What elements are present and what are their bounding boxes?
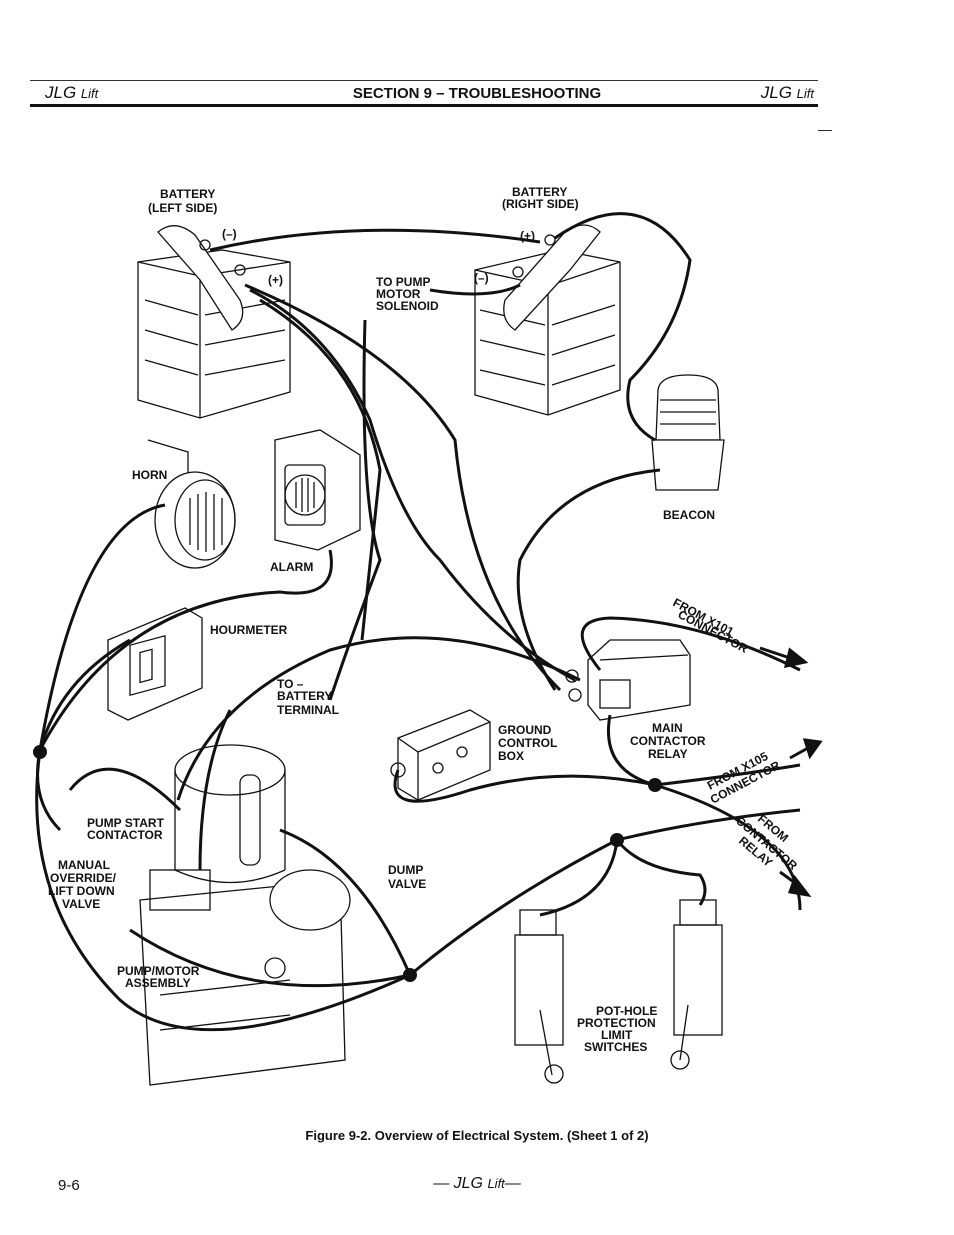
ground-control-box-drawing: [390, 709, 491, 801]
figure-caption: Figure 9-2. Overview of Electrical Syste…: [305, 1128, 649, 1143]
label-pump-solenoid-2: MOTOR: [376, 287, 421, 301]
label-battery-left-2: (LEFT SIDE): [148, 201, 217, 215]
battery-right-drawing: [474, 224, 621, 416]
wire-pump: [129, 928, 411, 988]
label-mcr-2: CONTACTOR: [630, 734, 706, 748]
label-pump-solenoid-1: TO PUMP: [376, 275, 430, 289]
label-alarm: ALARM: [270, 560, 313, 574]
label-horn: HORN: [132, 468, 167, 482]
label-neg-terminal-3: TERMINAL: [277, 703, 339, 717]
margin-tick: [818, 130, 832, 131]
header-left-brand-name: JLG: [45, 83, 77, 102]
label-neg-right: (–): [474, 271, 489, 285]
label-battery-right-1: BATTERY: [512, 185, 567, 199]
arrow-x105: [802, 738, 823, 760]
pot-hole-switch-left-drawing: [514, 909, 564, 1084]
wire-main-feed: [249, 288, 576, 682]
label-mo-1: MANUAL: [58, 858, 110, 872]
section-title: SECTION 9 – TROUBLESHOOTING: [352, 85, 602, 102]
label-gcb-1: GROUND: [498, 723, 552, 737]
main-contactor-relay-drawing: [565, 639, 691, 721]
label-ph-1: POT-HOLE: [596, 1004, 657, 1018]
footer-brand-name: JLG: [453, 1175, 483, 1192]
wire-battery-link: [209, 228, 541, 252]
header-left-brand: JLG Lift: [45, 83, 98, 103]
wire-pothole-trunk: [409, 808, 801, 977]
label-battery-left-1: BATTERY: [160, 187, 215, 201]
label-neg-left: (–): [222, 227, 237, 241]
beacon-drawing: [651, 374, 725, 491]
wire-neg-terminal: [328, 319, 382, 701]
wire-pothole-right: [615, 839, 707, 906]
label-ph-4: SWITCHES: [584, 1040, 647, 1054]
battery-left-drawing: [137, 225, 291, 419]
header-right-brand-name: JLG: [760, 83, 792, 102]
header-right-brand-sub: Lift: [796, 86, 814, 101]
header-top-rule: [30, 80, 818, 81]
wire-relay-feed: [176, 636, 581, 801]
wiring: [35, 212, 802, 1032]
alarm-drawing: [274, 429, 361, 551]
label-mo-2: OVERRIDE/: [50, 871, 117, 885]
wire-main-feed-2: [244, 283, 562, 692]
label-pm-1: PUMP/MOTOR: [117, 964, 200, 978]
label-beacon: BEACON: [663, 508, 715, 522]
label-psc-2: CONTACTOR: [87, 828, 163, 842]
wire-x101: [580, 616, 801, 672]
label-pos-left: (+): [268, 273, 283, 287]
header-right-brand: JLG Lift: [761, 83, 814, 103]
label-mcr-1: MAIN: [652, 721, 683, 735]
label-gcb-2: CONTROL: [498, 736, 557, 750]
wire-beacon-return: [516, 468, 661, 691]
label-pm-2: ASSEMBLY: [125, 976, 191, 990]
label-psc-1: PUMP START: [87, 816, 165, 830]
label-ph-2: PROTECTION: [577, 1016, 656, 1030]
wire-pump-start: [68, 767, 182, 812]
wire-beacon-feed: [554, 212, 692, 442]
wire-ground: [259, 298, 382, 641]
label-dump-1: DUMP: [388, 863, 423, 877]
label-neg-terminal-1: TO –: [277, 677, 304, 691]
label-pump-solenoid-3: SOLENOID: [376, 299, 439, 313]
arrow-relay: [787, 874, 812, 898]
wire-dump: [279, 828, 412, 976]
wire-pothole-left: [539, 839, 619, 917]
label-mcr-3: RELAY: [648, 747, 688, 761]
label-battery-right-2: (RIGHT SIDE): [502, 197, 579, 211]
label-gcb-3: BOX: [498, 749, 524, 763]
wire-x105: [393, 763, 801, 803]
header-left-brand-sub: Lift: [80, 86, 99, 101]
label-dump-2: VALVE: [388, 877, 426, 891]
footer-suffix: —: [504, 1175, 521, 1192]
footer-brand-sub: Lift: [487, 1176, 505, 1191]
footer-brand: — JLG Lift—: [0, 1175, 954, 1193]
label-mo-3: LIFT DOWN: [48, 884, 115, 898]
wire-pump-solenoid: [429, 283, 521, 296]
junction-pothole: [610, 833, 624, 847]
arrows: [759, 646, 823, 898]
pump-motor-assembly-drawing: [139, 744, 351, 1086]
arrow-x101: [783, 647, 809, 668]
wire-hourmeter: [38, 638, 131, 751]
wire-junctions: [33, 745, 662, 982]
wire-motor: [198, 709, 232, 871]
pot-hole-switch-right-drawing: [670, 899, 723, 1070]
junction-x105: [648, 778, 662, 792]
page-number: 9-6: [58, 1177, 80, 1194]
junction-pump: [403, 968, 417, 982]
junction-left: [33, 745, 47, 759]
footer-prefix: —: [433, 1175, 454, 1192]
label-ph-3: LIMIT: [601, 1028, 633, 1042]
header-bottom-rule: [30, 104, 818, 107]
label-mo-4: VALVE: [62, 897, 100, 911]
horn-drawing: [147, 439, 236, 569]
hourmeter-drawing: [107, 607, 203, 721]
wire-horn: [38, 503, 166, 751]
label-pos-right: (+): [520, 229, 535, 243]
label-hourmeter: HOURMETER: [210, 623, 288, 637]
label-neg-terminal-2: BATTERY: [277, 689, 332, 703]
wire-relay-out: [607, 714, 802, 911]
wire-harness-bottom: [35, 749, 411, 1032]
